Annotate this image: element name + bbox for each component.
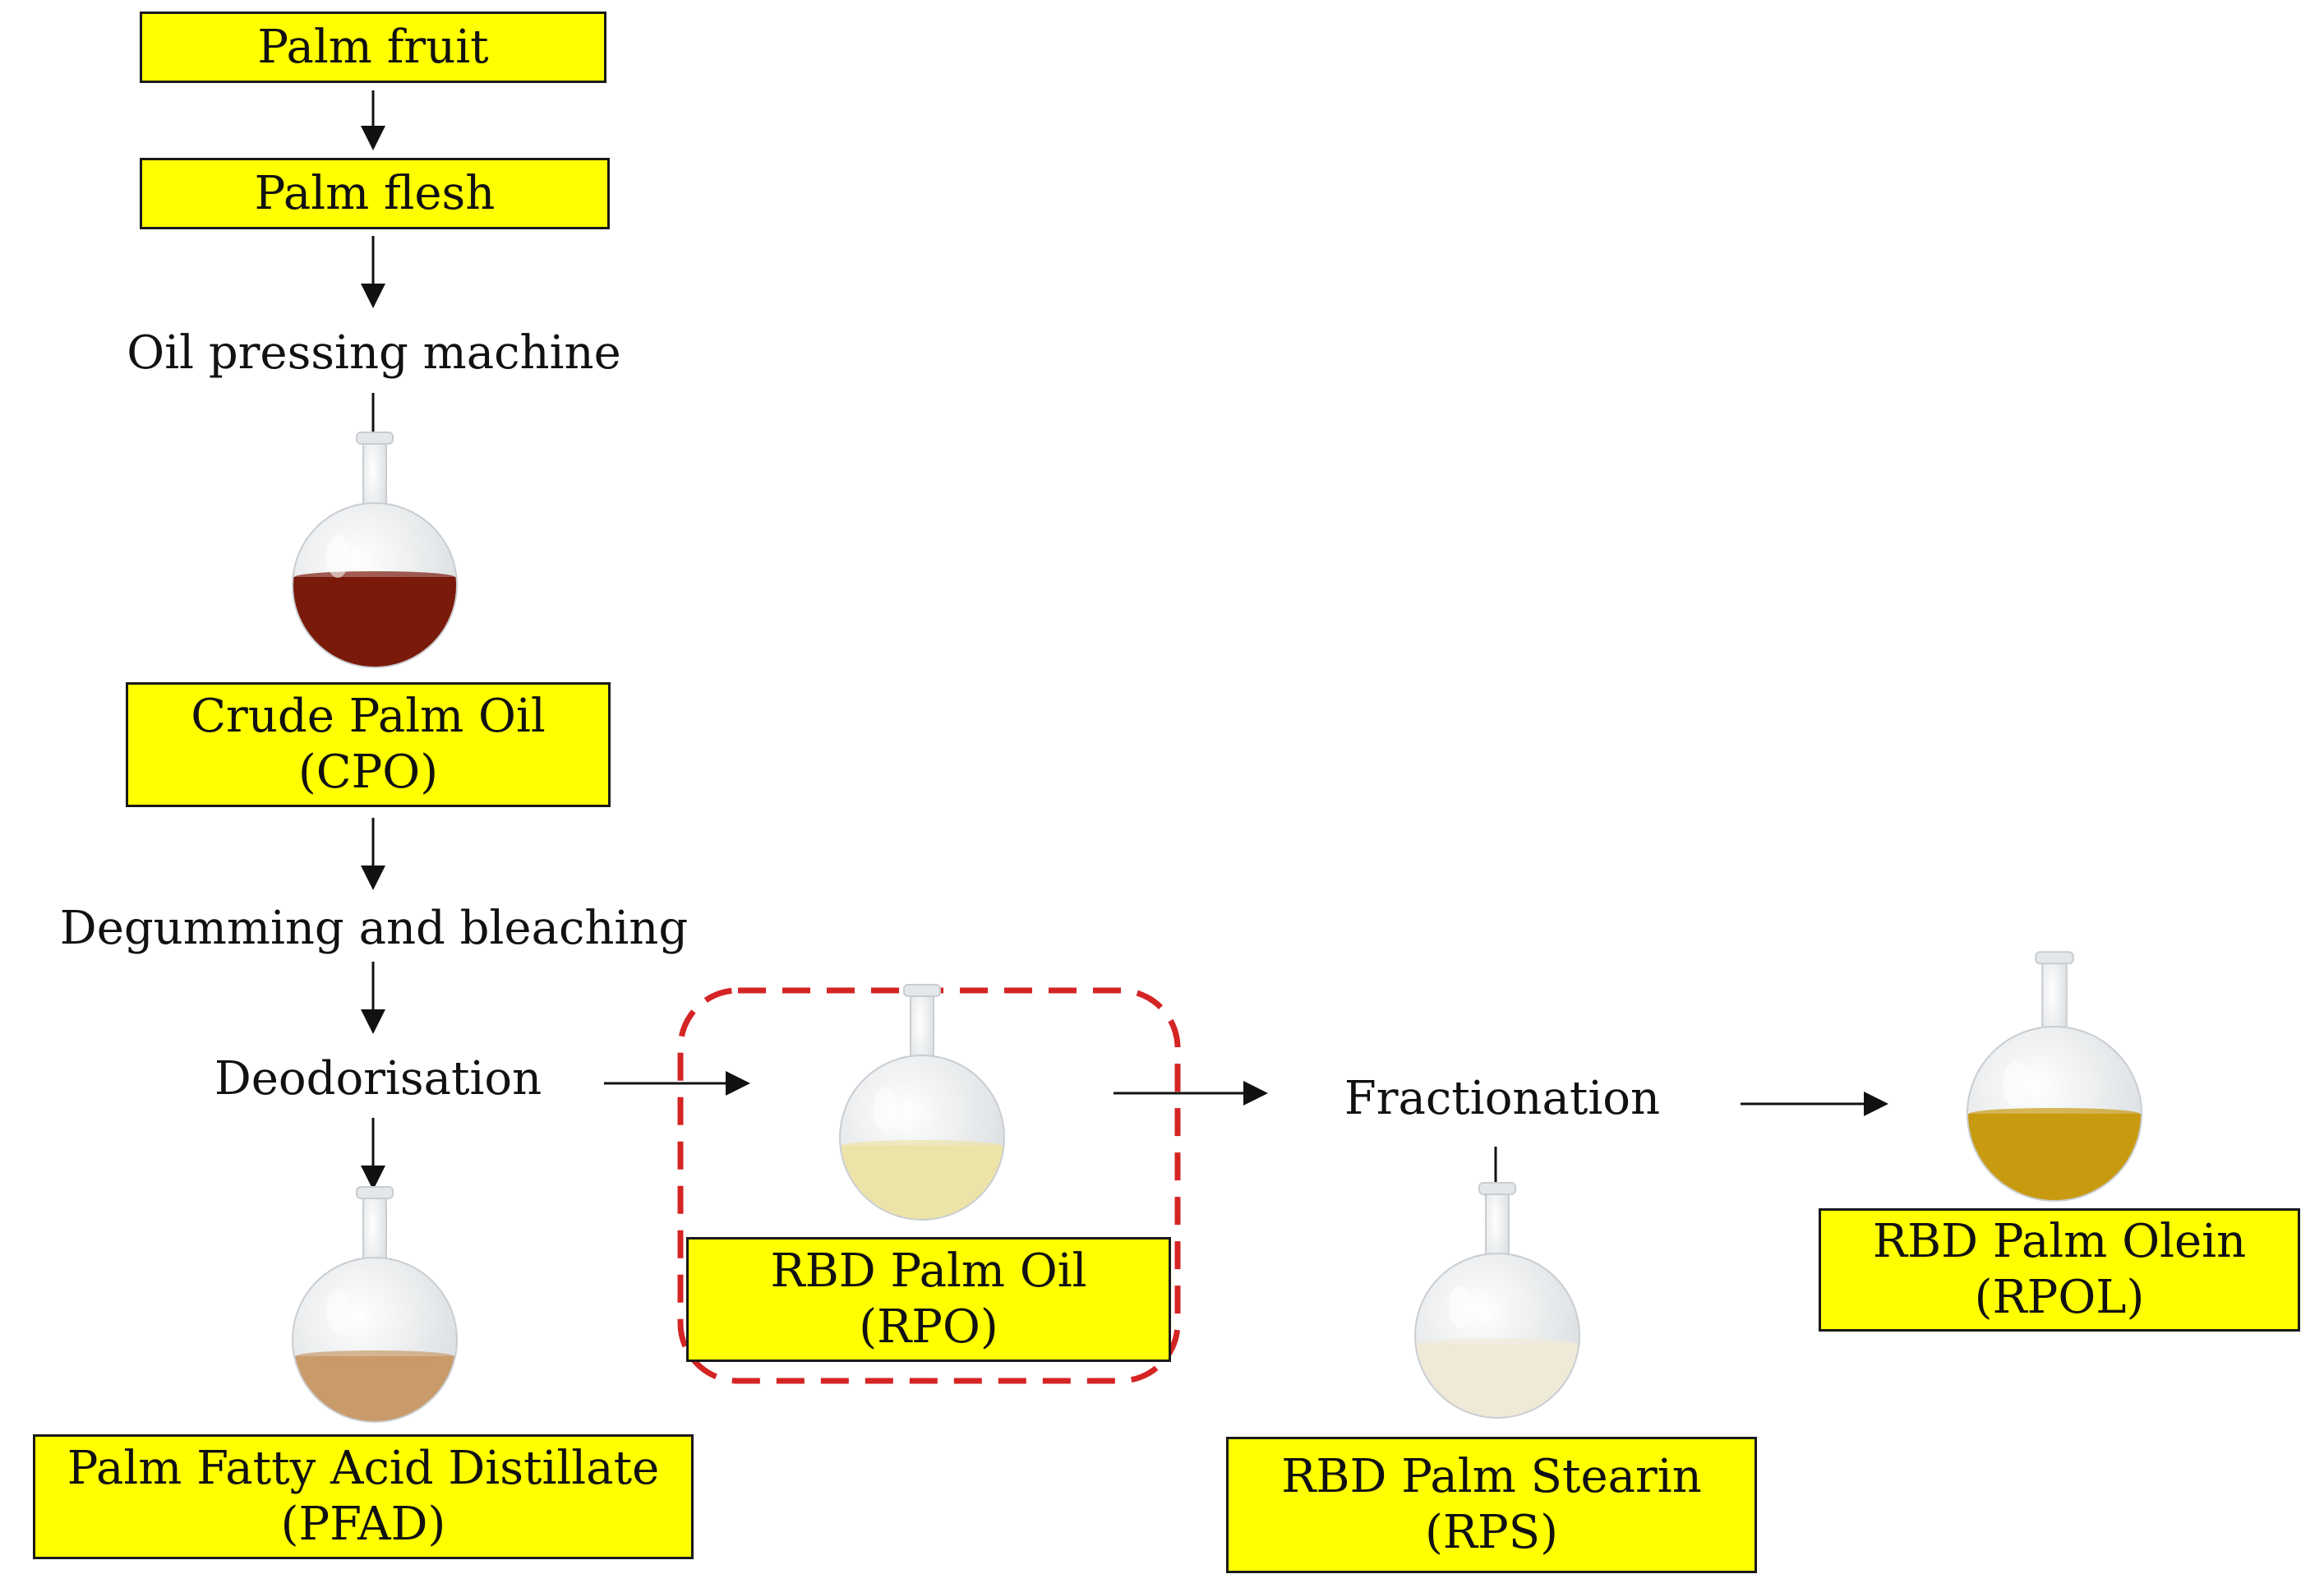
rpol-box: RBD Palm Olein (RPOL)	[1819, 1208, 2300, 1332]
palm-flesh-box: Palm flesh	[140, 158, 610, 229]
rpol-flask-icon	[1967, 951, 2142, 1202]
degumming-label: Degumming and bleaching	[59, 902, 689, 955]
fractionation-label: Fractionation	[1344, 1072, 1661, 1125]
pfad-box: Palm Fatty Acid Distillate (PFAD)	[33, 1434, 694, 1559]
palm-fruit-label: Palm fruit	[257, 20, 489, 74]
rps-label-line1: RBD Palm Stearin	[1281, 1450, 1702, 1503]
rpol-label-line2: (RPOL)	[1974, 1271, 2145, 1324]
pfad-label-line1: Palm Fatty Acid Distillate	[67, 1442, 660, 1495]
rpo-label-line2: (RPO)	[859, 1300, 998, 1354]
pfad-flask-icon	[292, 1186, 458, 1423]
palm-flesh-label: Palm flesh	[254, 166, 496, 220]
cpo-box: Crude Palm Oil (CPO)	[126, 682, 611, 807]
rps-label-line2: (RPS)	[1425, 1506, 1558, 1559]
rps-flask-icon	[1414, 1182, 1580, 1419]
rps-box: RBD Palm Stearin (RPS)	[1226, 1437, 1757, 1573]
pfad-label-line2: (PFAD)	[280, 1498, 446, 1551]
cpo-label-line1: Crude Palm Oil	[191, 690, 546, 743]
cpo-flask-icon	[292, 432, 458, 668]
rpo-flask-icon	[839, 984, 1005, 1221]
oil-pressing-label: Oil pressing machine	[127, 326, 621, 380]
palm-fruit-box: Palm fruit	[140, 12, 606, 83]
rpo-box: RBD Palm Oil (RPO)	[686, 1237, 1171, 1362]
rpo-label-line1: RBD Palm Oil	[770, 1244, 1087, 1298]
rpol-label-line1: RBD Palm Olein	[1872, 1215, 2247, 1268]
cpo-label-line2: (CPO)	[297, 746, 439, 799]
deodorisation-label: Deodorisation	[214, 1052, 542, 1106]
